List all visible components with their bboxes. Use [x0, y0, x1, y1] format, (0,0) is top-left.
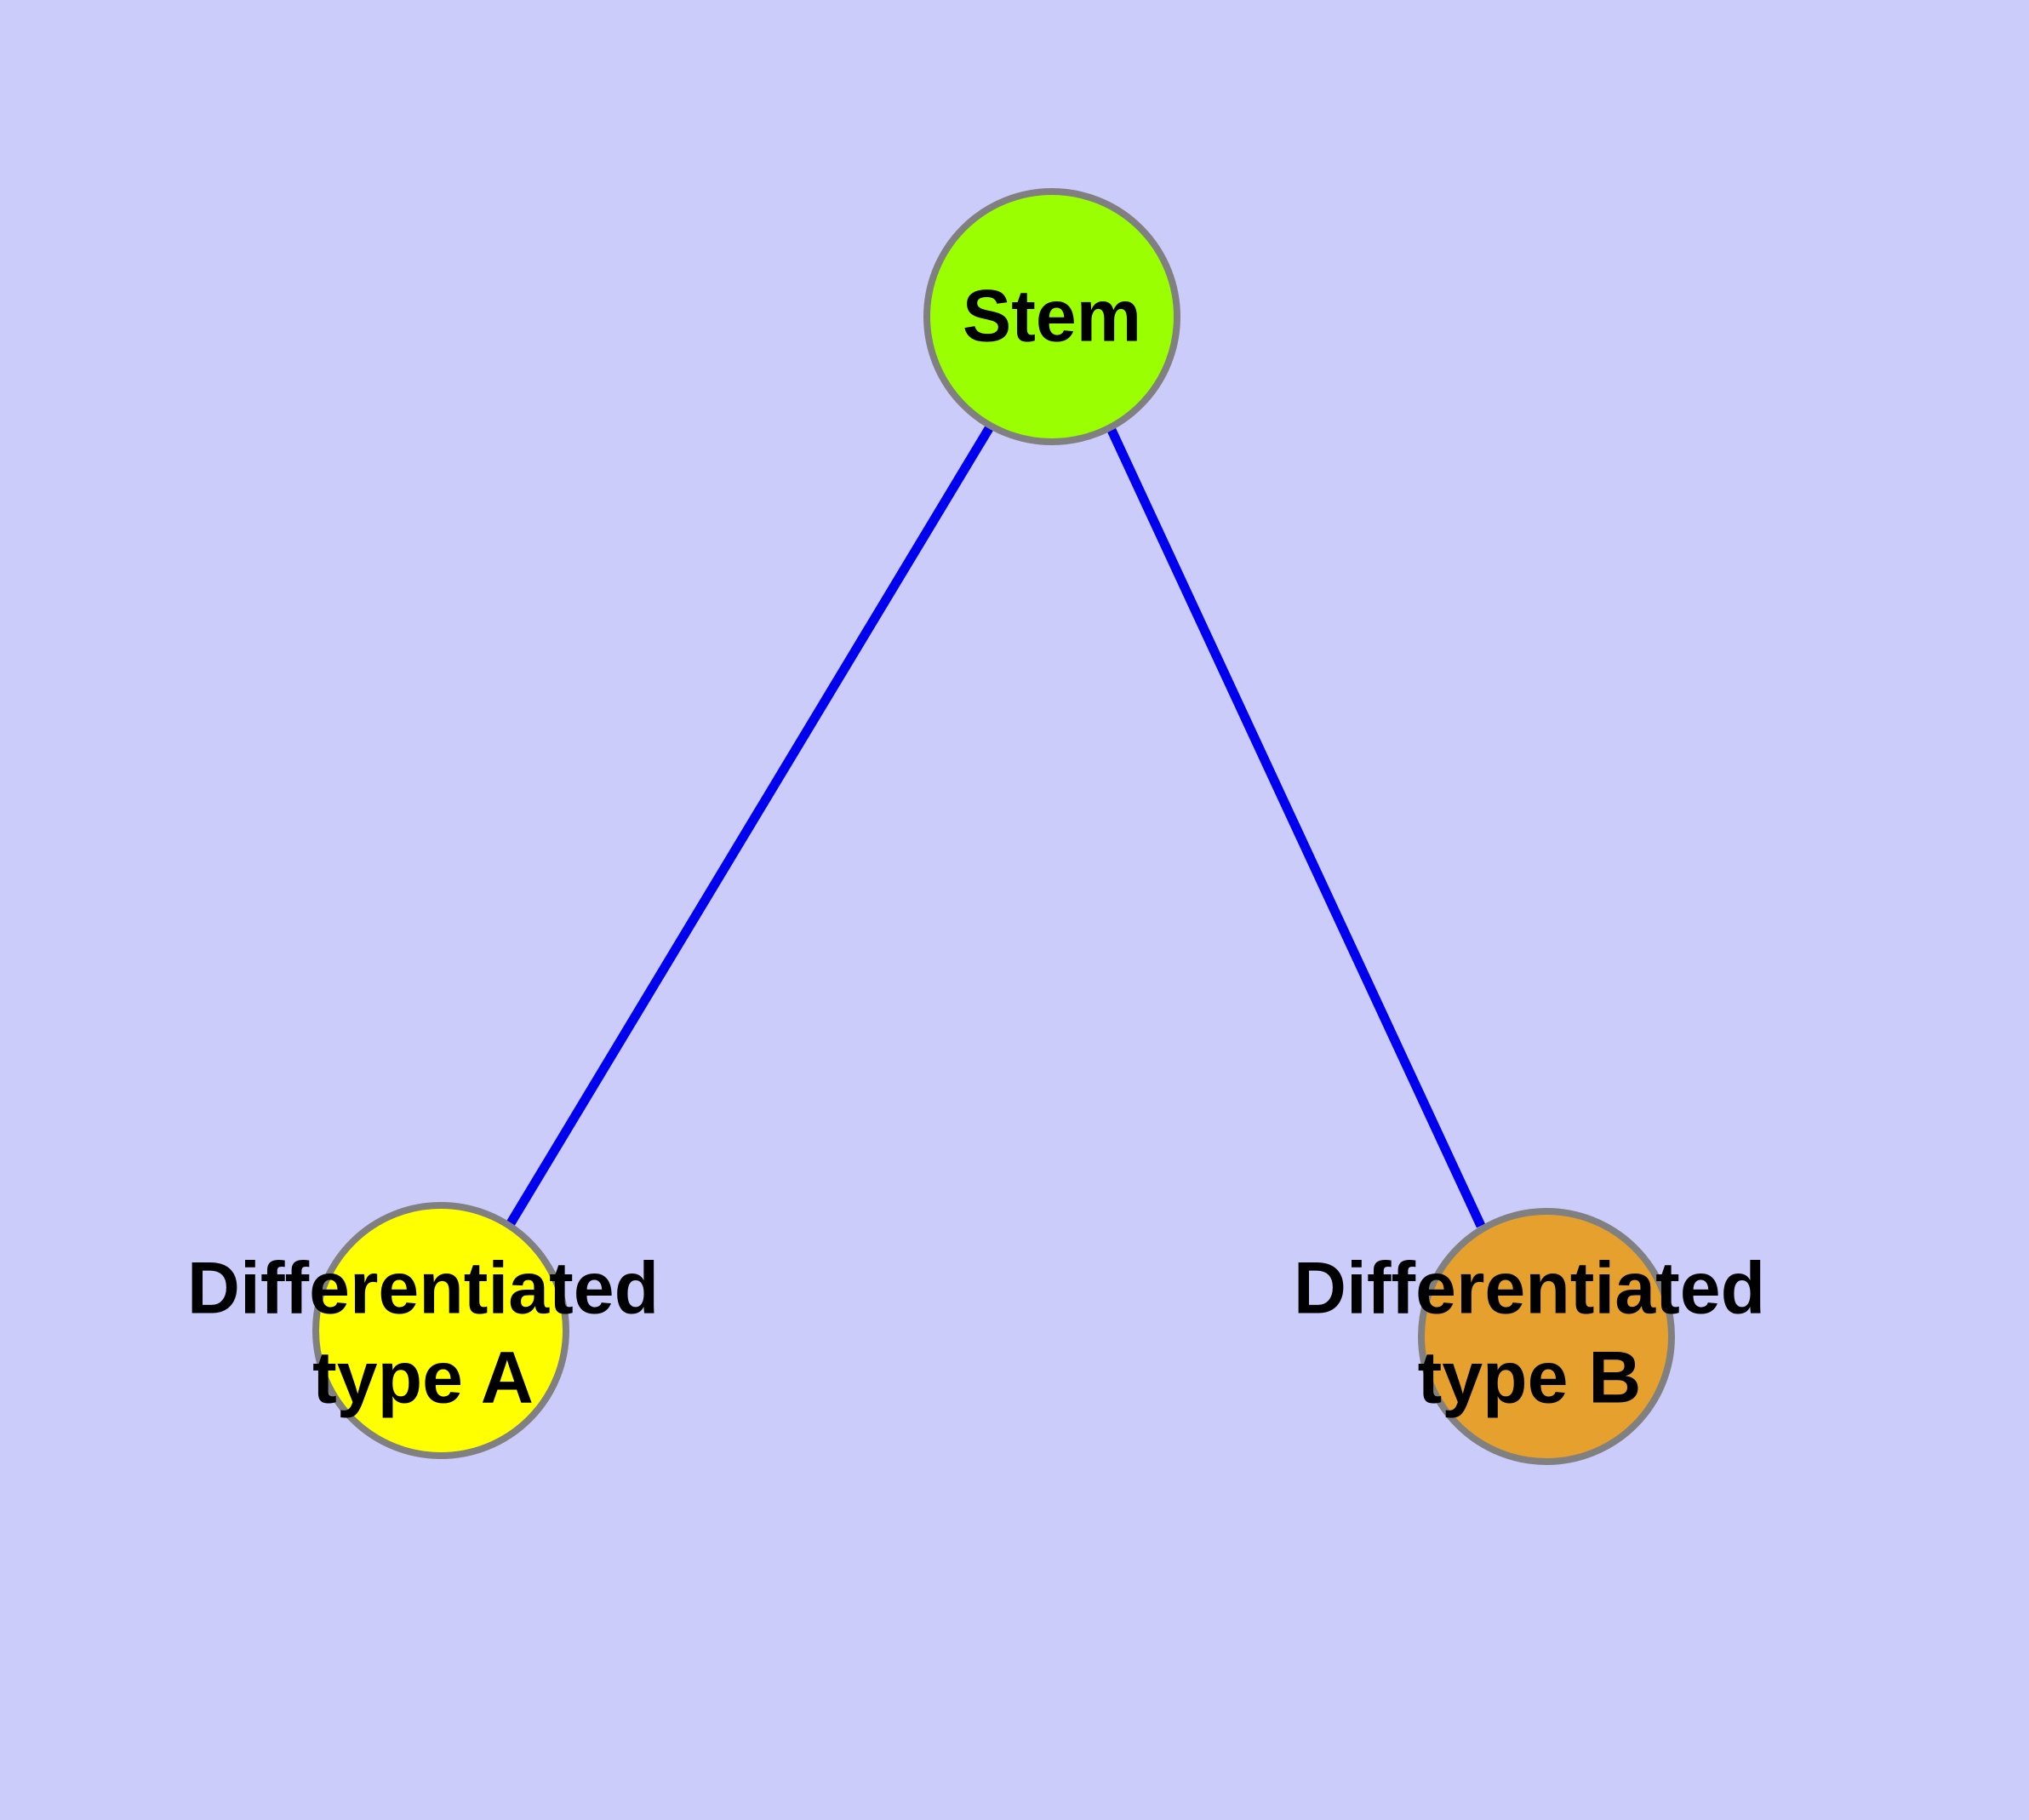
edge-stem-to-differentiated-type-b[interactable]: [1106, 426, 1485, 1228]
node-differentiated-type-b[interactable]: [1418, 1208, 1675, 1465]
node-differentiated-type-a-label-group: Differentiated type A: [187, 1248, 659, 1419]
node-differentiated-type-b-label-line1: Differentiated: [1294, 1248, 1765, 1330]
node-stem[interactable]: [923, 188, 1180, 445]
edge-stem-to-differentiated-type-a[interactable]: [506, 423, 995, 1226]
node-differentiated-type-b-label-group: Differentiated type B: [1294, 1248, 1765, 1419]
node-differentiated-type-a-label-line2: type A: [312, 1337, 534, 1419]
node-stem-label: Stem: [963, 276, 1141, 358]
node-differentiated-type-a[interactable]: [312, 1202, 569, 1459]
node-layer: [312, 188, 1675, 1465]
label-layer: Stem Differentiated type A Differentiate…: [187, 276, 1765, 1419]
node-differentiated-type-a-circle[interactable]: [312, 1202, 569, 1459]
node-stem-circle[interactable]: [923, 188, 1180, 445]
node-differentiated-type-b-label-line2: type B: [1418, 1337, 1642, 1419]
node-differentiated-type-a-label-line1: Differentiated: [187, 1248, 659, 1330]
node-differentiated-type-b-circle[interactable]: [1418, 1208, 1675, 1465]
edge-layer: [506, 423, 1485, 1228]
